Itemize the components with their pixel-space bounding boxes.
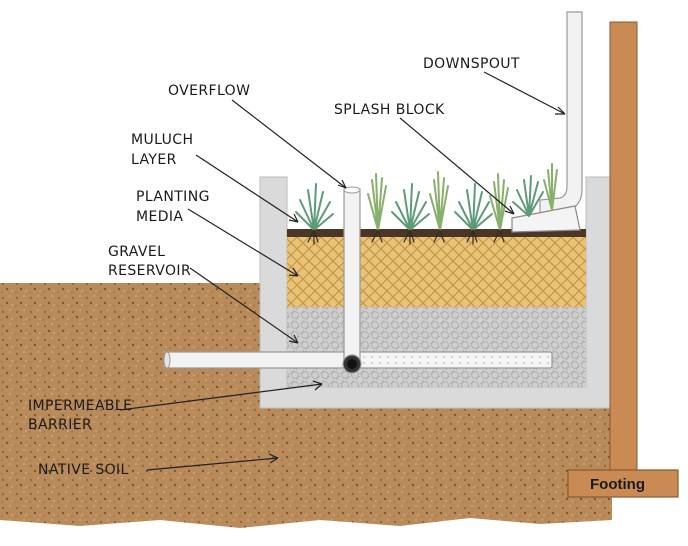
downspout xyxy=(539,11,583,215)
plant-1 xyxy=(295,183,334,245)
label-mulch-line2: LAYER xyxy=(131,152,177,168)
gravel-reservoir xyxy=(287,307,586,387)
leader-planting-media xyxy=(187,208,299,277)
leader-lines xyxy=(119,71,566,471)
footing-label: Footing xyxy=(590,476,645,493)
label-splash-block: SPLASH BLOCK xyxy=(334,102,445,118)
leader-overflow xyxy=(231,99,347,189)
splash-block xyxy=(511,205,581,233)
leader-native-soil xyxy=(146,457,279,471)
leader-overflow-arrow xyxy=(337,179,347,189)
label-mulch-line1: MULUCH xyxy=(131,132,193,148)
underdrain-pipe-solid xyxy=(165,351,347,369)
leader-gravel-arrow xyxy=(288,334,299,344)
leader-barrier-arrow xyxy=(312,380,323,391)
label-overflow: OVERFLOW xyxy=(168,83,250,99)
native-soil xyxy=(0,283,612,528)
leader-splash-block xyxy=(399,117,515,215)
leader-mulch xyxy=(195,154,299,223)
plant-2 xyxy=(367,173,387,243)
leader-splash-arrow xyxy=(504,205,515,215)
plant-3 xyxy=(391,183,430,245)
leader-downspout-arrow xyxy=(555,106,566,115)
label-planting-line2: MEDIA xyxy=(136,209,183,225)
plant-4 xyxy=(429,171,449,243)
plant-5 xyxy=(454,183,493,245)
label-barrier-line2: BARRIER xyxy=(28,417,92,433)
leader-gravel xyxy=(189,267,299,344)
leader-planting-arrow xyxy=(288,267,299,277)
label-barrier-line1: IMPERMEABLE xyxy=(28,398,132,414)
footing xyxy=(567,469,679,498)
underdrain-pipe-end xyxy=(163,351,171,369)
plant-7 xyxy=(512,175,544,217)
plant-8 xyxy=(543,163,558,211)
overflow-pipe-joint-opening xyxy=(347,359,357,369)
label-gravel-line1: GRAVEL xyxy=(108,244,165,260)
mulch-layer xyxy=(287,229,586,237)
plants xyxy=(295,163,558,245)
overflow-standpipe-top xyxy=(343,186,361,194)
leader-barrier xyxy=(119,383,323,411)
leader-downspout xyxy=(483,71,566,115)
underdrain-pipe-perforated xyxy=(351,351,553,369)
foundation-wall xyxy=(609,21,638,473)
overflow-standpipe xyxy=(343,188,361,362)
label-gravel-line2: RESERVOIR xyxy=(108,263,191,279)
leader-soil-arrow xyxy=(268,453,279,464)
leader-mulch-arrow xyxy=(288,213,299,223)
label-native-soil: NATIVE SOIL xyxy=(38,462,129,478)
planting-media xyxy=(287,236,586,307)
label-planting-line1: PLANTING xyxy=(136,189,210,205)
label-downspout: DOWNSPOUT xyxy=(423,56,520,72)
